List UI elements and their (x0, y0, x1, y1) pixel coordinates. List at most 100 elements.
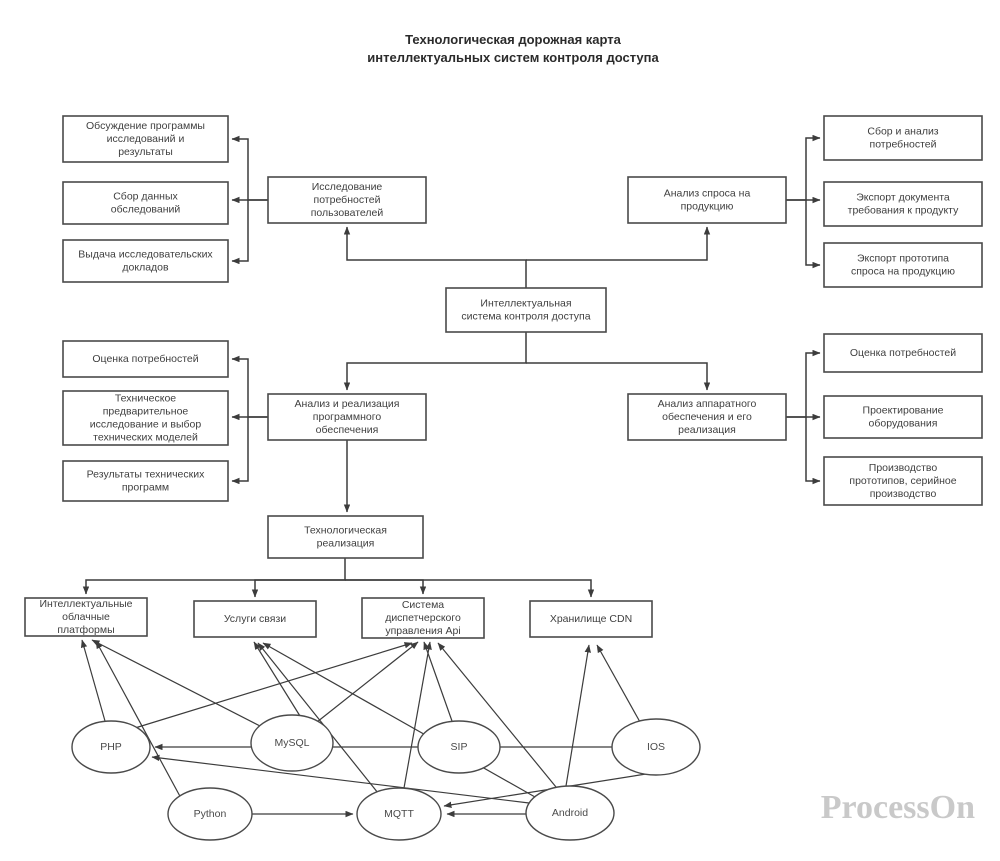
node-label-software-analysis: обеспечения (316, 424, 379, 436)
edge-user-research-to-research-program (231, 135, 268, 201)
node-label-user-research: Исследование (312, 181, 383, 193)
node-shape-research-program (62, 115, 229, 163)
node-label-tech-preliminary: технических моделей (93, 431, 198, 443)
edge-tech-to-comm-services (251, 579, 345, 598)
node-label-android: Android (552, 807, 588, 819)
node-label-research-program: Обсуждение программы (86, 120, 205, 132)
title-line-1: Технологическая дорожная карта (405, 32, 622, 47)
node-shape-tech-implementation (267, 515, 424, 559)
edge-mysql-to-api-dispatch (316, 641, 419, 723)
node-shape-hardware-analysis (627, 393, 787, 441)
connector-group-platforms (82, 558, 595, 598)
node-label-cloud-platforms: облачные (62, 611, 110, 623)
node-shape-user-research (267, 176, 427, 224)
node-label-demand-analysis: продукцию (681, 200, 734, 212)
node-shape-survey-data (62, 181, 229, 225)
node-label-user-research: пользователей (311, 207, 384, 219)
edge-hardware-to-prototype-production (805, 417, 821, 485)
node-mqtt[interactable]: MQTT (356, 787, 442, 841)
node-shape-central (445, 287, 607, 333)
edge-mysql-to-comm-services (253, 641, 301, 717)
node-label-api-dispatch: диспетчерского (385, 612, 461, 624)
node-label-tech-implementation: Технологическая (304, 524, 387, 536)
node-label-prototype-production: Производство (869, 462, 938, 474)
node-label-hardware-analysis: обеспечения и его (662, 411, 752, 423)
node-label-mqtt: MQTT (384, 808, 414, 820)
node-label-cloud-platforms: Интеллектуальные (39, 598, 132, 610)
node-label-prototype-production: прототипов, серийное (849, 475, 956, 487)
node-shape-cloud-platforms (24, 597, 148, 637)
node-php[interactable]: PHP (71, 720, 151, 774)
node-label-sip: SIP (451, 741, 468, 753)
node-cdn-storage[interactable]: Хранилище CDN (529, 600, 653, 638)
node-shape-needs-collection (823, 115, 983, 161)
node-label-requirements-doc: требования к продукту (848, 204, 959, 216)
node-android[interactable]: Android (525, 785, 615, 841)
node-label-needs-assessment-left: Оценка потребностей (92, 353, 198, 365)
edge-android-to-api-dispatch (437, 642, 557, 788)
node-label-demand-prototype: Экспорт прототипа (857, 252, 949, 264)
edge-mysql-to-cloud-platforms (91, 639, 263, 728)
node-label-mysql: MySQL (274, 737, 309, 749)
edge-ios-to-cdn-storage (596, 644, 641, 723)
connector-group-top (231, 134, 821, 288)
node-shape-cdn-storage (529, 600, 653, 638)
node-shape-research-reports (62, 239, 229, 283)
node-label-research-program: исследований и (107, 133, 185, 145)
edge-sip-to-api-dispatch (423, 641, 453, 722)
node-label-comm-services: Услуги связи (224, 613, 286, 625)
node-label-api-dispatch: Система (402, 599, 444, 611)
edge-python-to-cloud-platforms (95, 640, 183, 801)
node-sip[interactable]: SIP (417, 720, 501, 774)
edge-hardware-to-needs-assessment-right (786, 349, 821, 418)
edge-tech-to-api-dispatch (345, 579, 427, 595)
edge-tech-to-cloud-platforms (82, 558, 346, 595)
node-shape-python (167, 787, 253, 841)
node-shape-mqtt (356, 787, 442, 841)
node-label-tech-preliminary: Техническое (115, 392, 176, 404)
node-shape-needs-assessment-left (62, 340, 229, 378)
node-shape-comm-services (193, 600, 317, 638)
node-needs-assessment-left[interactable]: Оценка потребностей (62, 340, 229, 378)
node-python[interactable]: Python (167, 787, 253, 841)
node-needs-assessment-right[interactable]: Оценка потребностей (823, 333, 983, 373)
node-comm-services[interactable]: Услуги связи (193, 600, 317, 638)
node-label-central: Интеллектуальная (480, 297, 571, 309)
node-shape-software-analysis (267, 393, 427, 441)
node-label-tech-program-results: программ (122, 481, 169, 493)
node-label-php: PHP (100, 741, 122, 753)
node-label-hardware-analysis: Анализ аппаратного (658, 398, 757, 410)
node-label-research-program: результаты (118, 146, 173, 158)
node-shape-mysql (250, 714, 334, 772)
node-software-analysis[interactable]: Анализ и реализацияпрограммногообеспечен… (267, 393, 427, 441)
node-mysql[interactable]: MySQL (250, 714, 334, 772)
node-ios[interactable]: IOS (611, 718, 701, 776)
node-shape-android (525, 785, 615, 841)
node-label-tech-implementation: реализация (317, 537, 375, 549)
node-shape-sip (417, 720, 501, 774)
edge-tech-to-cdn-storage (345, 579, 595, 598)
edge-software-to-tech-program-results (231, 417, 249, 485)
node-label-central: система контроля доступа (461, 310, 590, 322)
processon-watermark: ProcessOn (821, 789, 975, 826)
node-shape-api-dispatch (361, 597, 485, 639)
node-shape-tech-program-results (62, 460, 229, 502)
